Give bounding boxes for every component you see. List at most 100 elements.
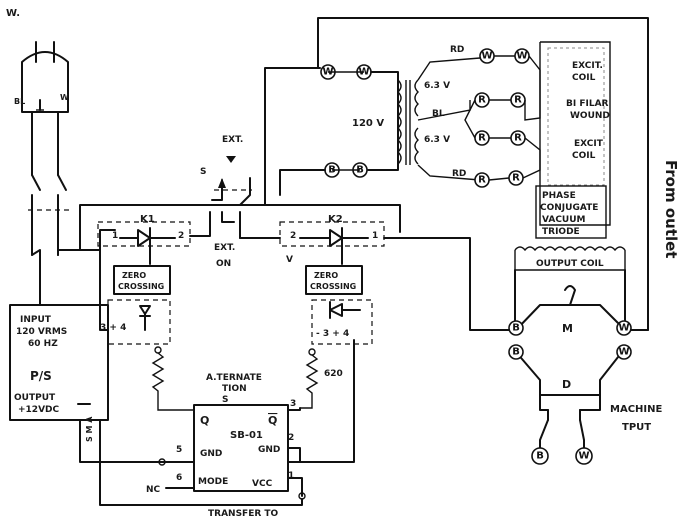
triode-terminals: W W R R R R R R: [474, 48, 530, 188]
svg-text:B: B: [512, 347, 520, 358]
bifilar-label-1: BI FILAR: [566, 99, 609, 109]
svg-text:W: W: [618, 347, 629, 358]
terminal-w: [575, 447, 593, 465]
k1-triac: [119, 227, 176, 249]
chip-q: Q: [200, 414, 209, 427]
phase-label-3: VACUUM: [542, 215, 586, 225]
arrow-down-icon: [226, 156, 236, 163]
transformer: [397, 79, 419, 165]
alternation-label-1: A.TERNATE: [206, 373, 262, 383]
machine-output: [515, 285, 626, 449]
pin-1: 1: [288, 471, 294, 481]
transfer-to-label: TRANSFER TO: [208, 509, 279, 519]
k2-pin2: 2: [290, 231, 296, 241]
k1-label: K1: [140, 214, 155, 225]
chip-vcc: VCC: [252, 479, 273, 489]
opto-k1: [107, 299, 171, 345]
switch-s-label: S: [200, 167, 206, 177]
pin-2: 2: [288, 433, 294, 443]
excit-coil-1-line2: COIL: [572, 73, 596, 83]
secondary-voltage-bottom: 6.3 V: [424, 135, 450, 145]
svg-text:W: W: [578, 451, 589, 462]
motor-m-label: M: [562, 322, 573, 335]
wire-bl: BL: [432, 109, 445, 119]
bifilar-label-2: WOUND: [570, 111, 610, 121]
corner-label: W.: [6, 8, 20, 19]
power-plug: [21, 41, 69, 176]
ps-output-label: OUTPUT: [14, 393, 56, 403]
chip-gnd-left: GND: [200, 449, 222, 459]
k2-relay: [279, 221, 385, 247]
tput-label: TPUT: [622, 422, 651, 433]
v-mark: V: [286, 255, 293, 265]
ps-input-label: INPUT: [20, 315, 52, 325]
phase-conjugate-box: [535, 185, 607, 239]
zc1-line1: ZERO: [122, 271, 146, 280]
svg-text:R: R: [478, 95, 486, 106]
plug-w-label: W: [60, 93, 69, 102]
ps-title: P/S: [30, 369, 52, 383]
zc1-line2: CROSSING: [118, 282, 164, 291]
resistor-620: 620: [324, 369, 343, 379]
svg-text:W: W: [618, 323, 629, 334]
terminal-b: [508, 320, 524, 336]
input-switch: [28, 174, 70, 256]
primary-voltage-label: 120 V: [352, 118, 384, 129]
chip-mode: MODE: [198, 477, 228, 487]
svg-text:R: R: [512, 173, 520, 184]
svg-text:R: R: [514, 95, 522, 106]
phase-label-4: TRIODE: [542, 227, 580, 237]
excit-coil-2-line1: EXCIT: [574, 139, 604, 149]
ext-label: EXT.: [222, 135, 243, 145]
from-outlet-note: From outlet: [662, 160, 680, 258]
power-supply-box: [9, 304, 109, 421]
nc-label: NC: [146, 485, 161, 495]
k2-pin1: 1: [372, 231, 378, 241]
k2-triac: [299, 227, 369, 249]
output-coil: [514, 246, 626, 271]
zc1-pins: 3 + 4: [100, 323, 126, 333]
ps-output-voltage: +12VDC: [18, 405, 60, 415]
terminal-w: [616, 344, 632, 360]
ps-voltage-label: 120 VRMS: [16, 327, 67, 337]
output-coil-label: OUTPUT COIL: [536, 259, 604, 269]
svg-text:B: B: [536, 451, 544, 462]
terminal-b: [508, 344, 524, 360]
wire-rd-bottom: RD: [452, 169, 466, 179]
terminal-b: [531, 447, 549, 465]
svg-text:R: R: [478, 175, 486, 186]
k1-pin2: 2: [178, 231, 184, 241]
opto-k2: [311, 299, 373, 345]
svg-text:W: W: [481, 51, 492, 62]
terminal-w: [616, 320, 632, 336]
zc2-line1: ZERO: [314, 271, 338, 280]
zero-crossing-k2: [305, 265, 363, 295]
svg-text:R: R: [478, 133, 486, 144]
alternation-s: S: [222, 395, 228, 405]
zc2-line2: CROSSING: [310, 282, 356, 291]
chip-q-bar: Q: [268, 414, 277, 427]
phase-label-2: CONJUGATE: [540, 203, 598, 213]
phase-label-1: PHASE: [542, 191, 576, 201]
k1-relay: [97, 221, 191, 247]
pin-3: 3: [290, 399, 296, 409]
ext-on-label-2: ON: [216, 259, 231, 269]
ext-transfer-switch: [209, 177, 252, 239]
ps-frequency-label: 60 HZ: [28, 339, 58, 349]
wire-rd-top: RD: [450, 45, 464, 55]
secondary-voltage-top: 6.3 V: [424, 81, 450, 91]
chip-gnd-right: GND: [258, 445, 280, 455]
k2-label: K2: [328, 214, 343, 225]
excit-coil-1-line1: EXCIT.: [572, 61, 603, 71]
plug-bl-label: BL: [14, 97, 25, 106]
pin-6: 6: [176, 473, 182, 483]
excit-coil-2-line2: COIL: [572, 151, 596, 161]
pin-5: 5: [176, 445, 182, 455]
ext-on-label-1: EXT.: [214, 243, 235, 253]
alternation-label-2: TION: [222, 384, 247, 394]
motor-d-label: D: [562, 378, 571, 391]
svg-text:R: R: [514, 133, 522, 144]
zc2-pins: - 3 + 4: [316, 329, 349, 339]
